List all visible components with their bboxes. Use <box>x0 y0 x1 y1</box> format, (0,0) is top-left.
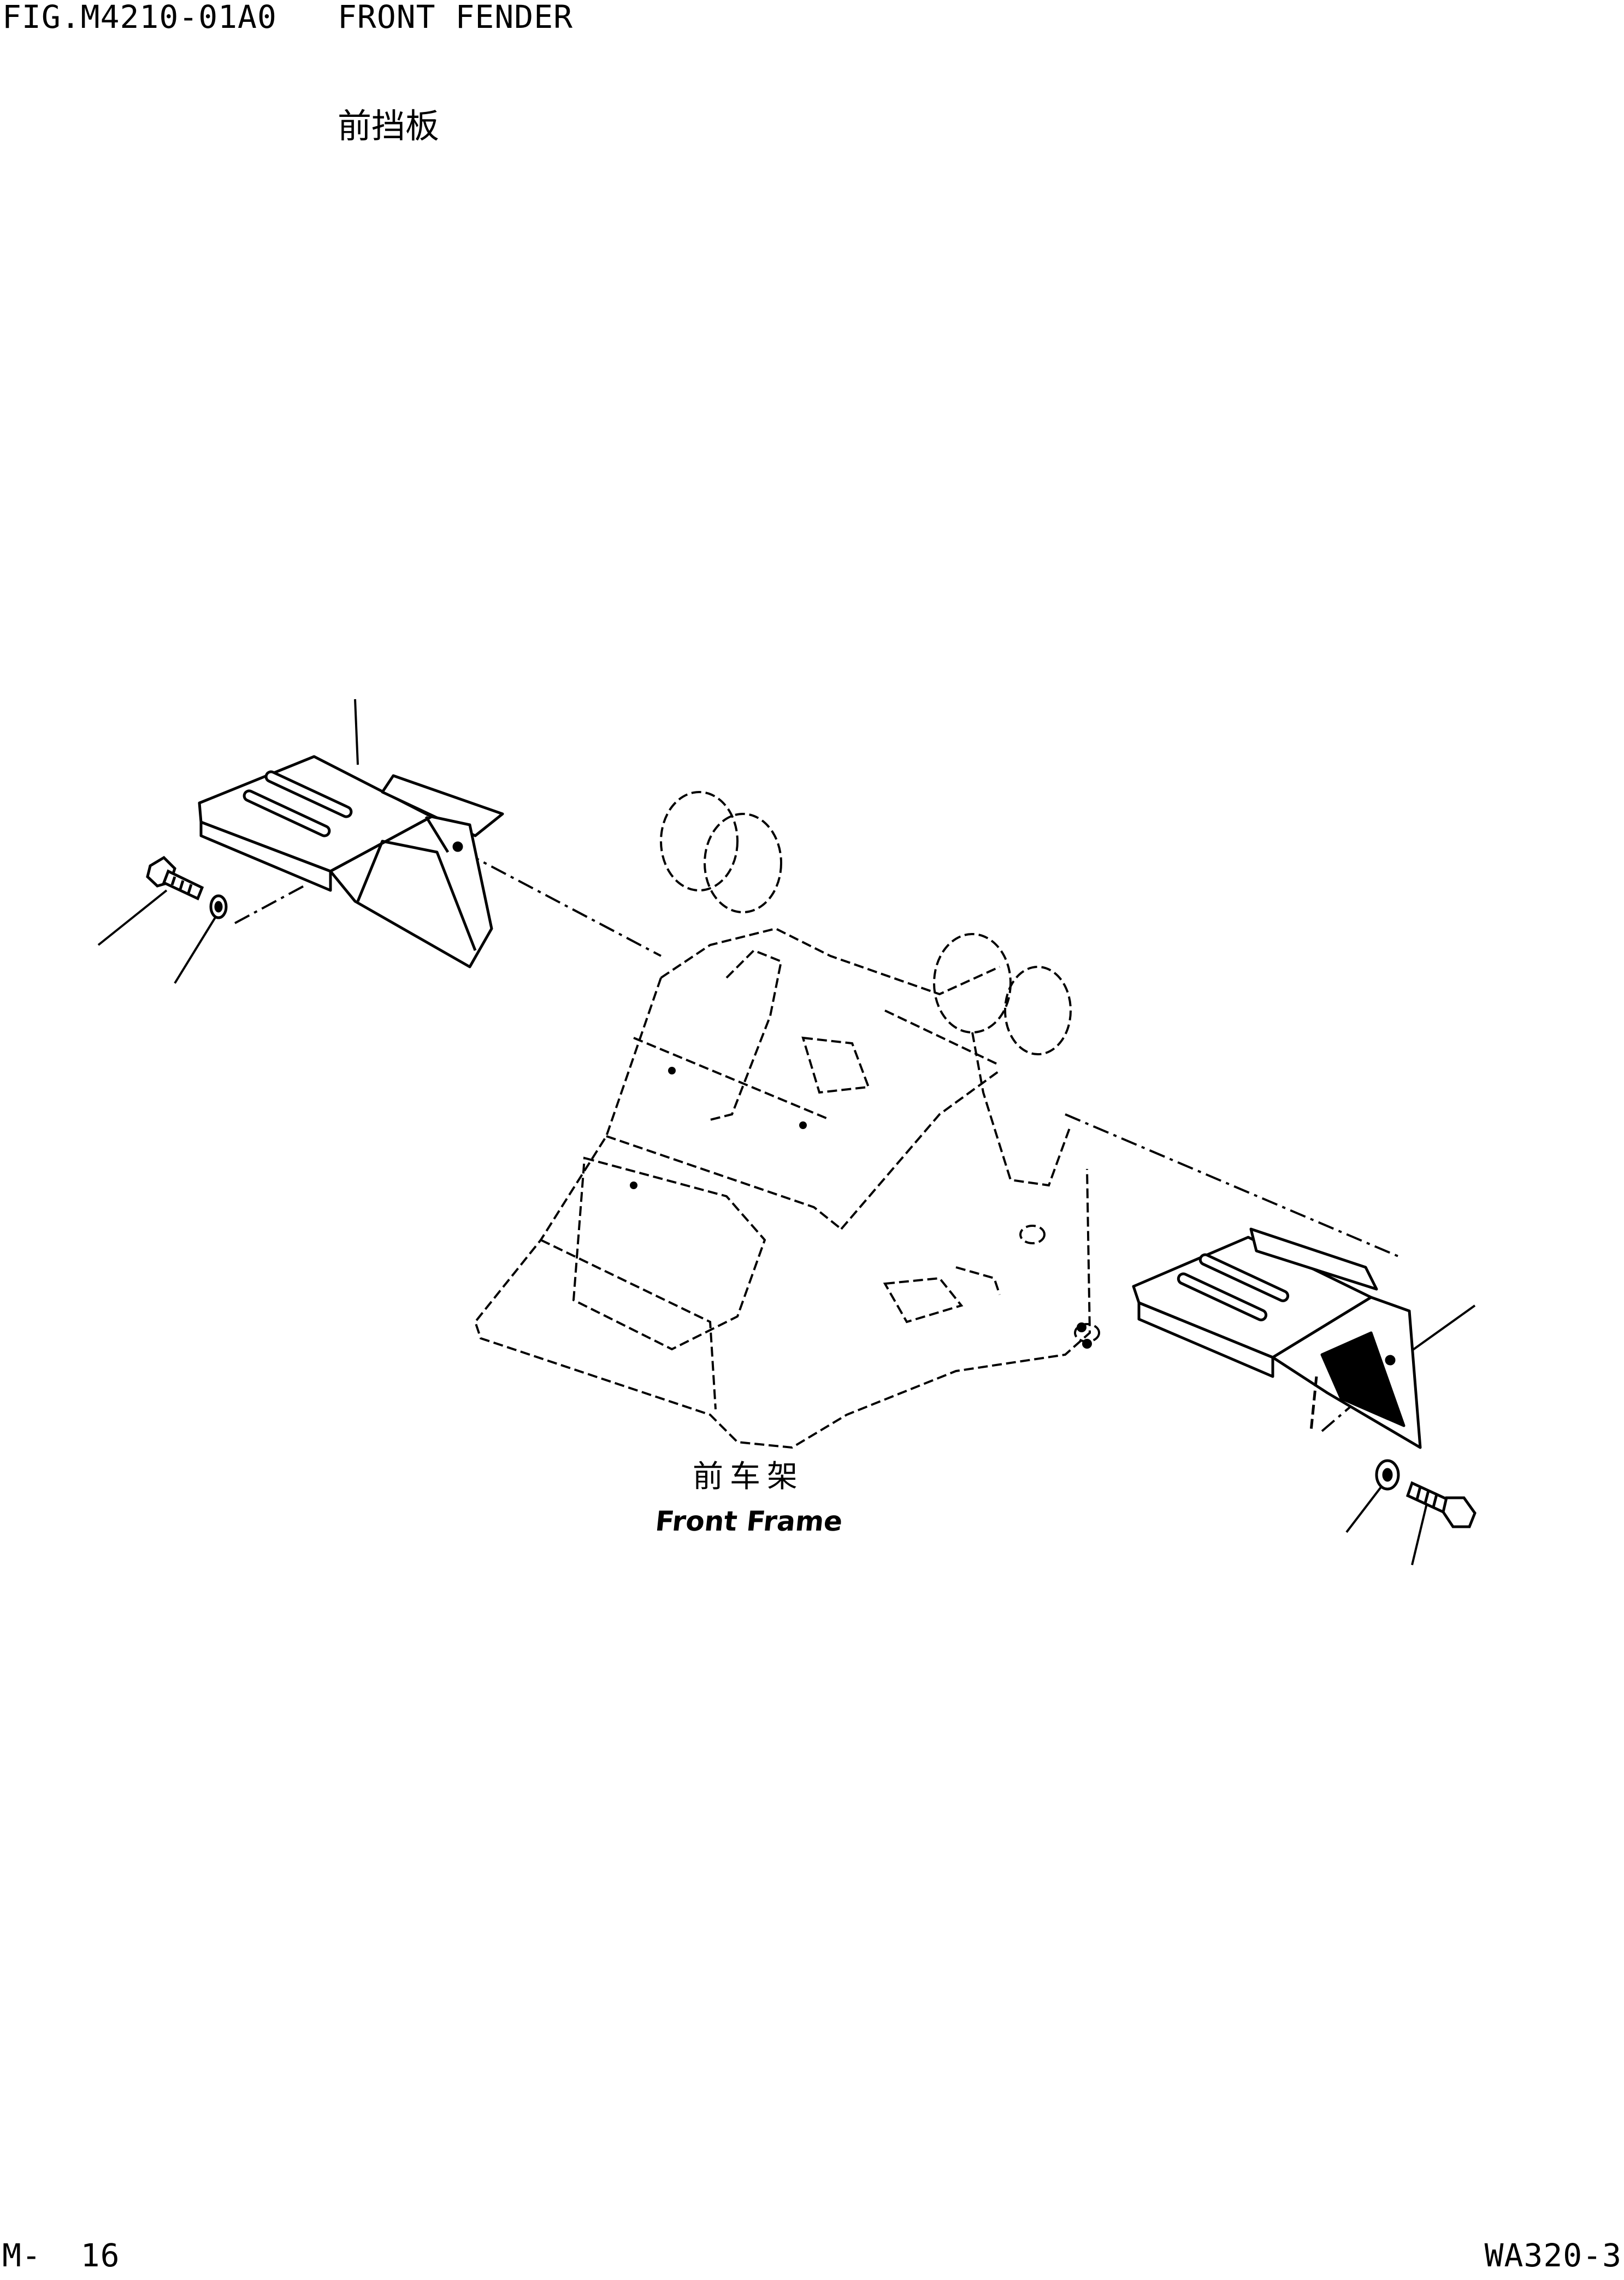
left-bolt <box>146 855 204 901</box>
left-fender <box>198 755 504 968</box>
right-washer <box>1375 1459 1400 1491</box>
front-frame-label-chinese: 前车架 <box>693 1459 804 1495</box>
right-fender <box>1132 1227 1422 1449</box>
figure-title: FRONT FENDER <box>338 0 574 36</box>
front-frame-label: Front Frame <box>653 1505 845 1537</box>
right-bolt <box>1406 1481 1477 1528</box>
front-frame <box>474 791 1100 1449</box>
model-number: WA320-3 <box>1484 2237 1622 2274</box>
page-number: M- 16 <box>2 2237 120 2274</box>
figure-title-chinese: 前挡板 <box>338 106 440 146</box>
frame-bolt-holes <box>630 1067 1092 1349</box>
figure-number: FIG.M4210-01A0 <box>2 0 277 36</box>
left-washer <box>209 894 228 919</box>
